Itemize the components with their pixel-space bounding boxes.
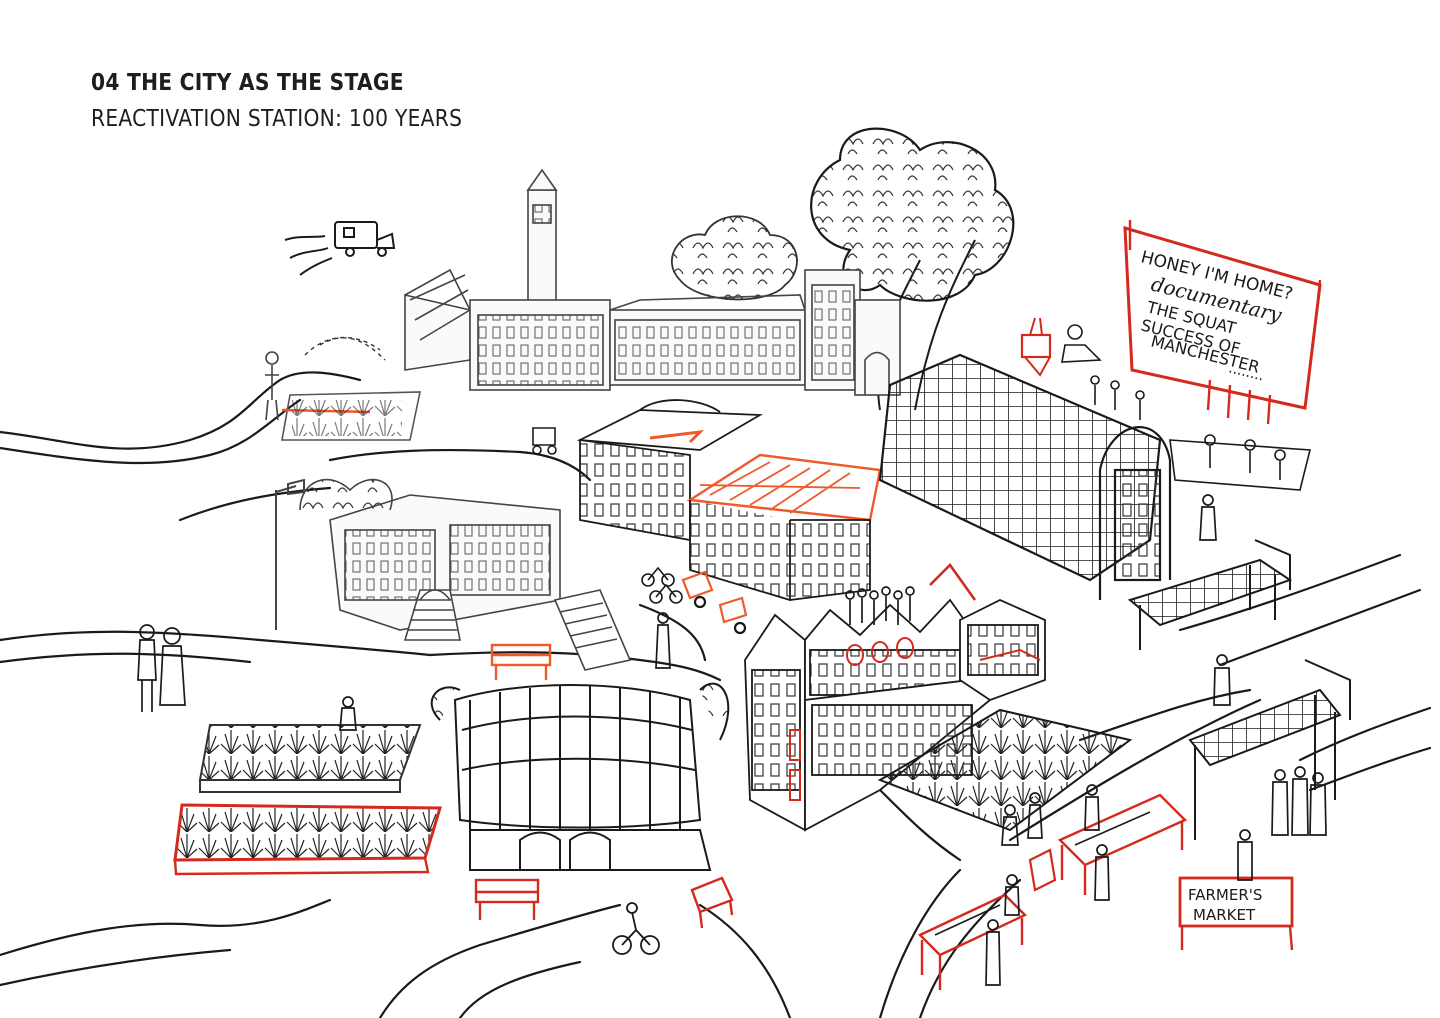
market-stall-1 [1127,539,1293,650]
raised-planter-grey [198,724,422,793]
orange-cargo-bikes [681,570,748,635]
red-stall-2 [917,893,1028,990]
bicycle-bottom-icon [612,902,660,955]
bicycles-near-hall [641,566,683,604]
pram-icon [532,427,557,455]
market-sign-line-2: MARKET [1193,906,1256,924]
crowd-near-billboard [1061,324,1312,491]
red-cart [1028,848,1057,892]
terrace-houses [744,562,1046,832]
red-bench-right [690,876,734,929]
planter-right [877,708,1133,832]
page-title: 04 THE CITY AS THE STAGE [91,70,404,96]
sprinkler-garden [265,336,421,441]
raised-planter-red [173,803,443,876]
street-lamp [275,478,305,630]
flying-caravan-icon [284,221,396,276]
market-sign-line-1: FARMER'S [1188,886,1262,904]
rotunda-building [430,682,730,871]
large-tree [810,127,1015,411]
red-stall-1 [1057,793,1188,895]
red-bench-left [474,878,540,920]
glass-greenhouse [878,353,1172,600]
heritage-palace-building [404,168,901,396]
farmers-market-sign: FARMER'S MARKET [1178,876,1294,951]
billboard-sign: HONEY I'M HOME? documentary THE SQUAT SU… [1123,220,1322,425]
tree-behind-building [670,215,798,301]
orange-bench [490,643,552,680]
market-stall-2 [1188,659,1351,840]
page-subtitle: REACTIVATION STATION: 100 YEARS [91,106,463,132]
market-hall [576,399,882,602]
grey-villa [299,478,632,671]
tv-on-stand [1020,317,1052,377]
people-figures [137,494,1327,986]
